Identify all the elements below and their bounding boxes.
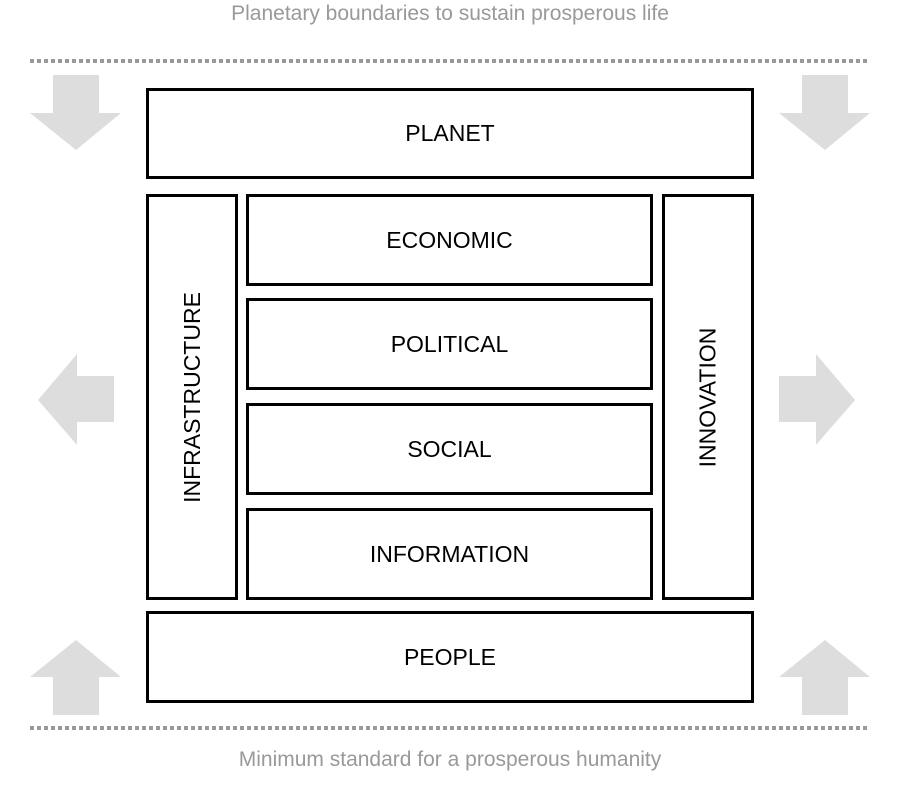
economic-label: ECONOMIC (386, 226, 513, 253)
planet-label: PLANET (405, 120, 495, 146)
political-label: POLITICAL (390, 330, 509, 357)
arrow-up-right-icon (779, 640, 870, 715)
planet-box: PLANET (146, 88, 754, 179)
arrow-left-icon (38, 354, 114, 445)
innovation-box: INNOVATION (662, 194, 754, 600)
arrow-down-left-icon (30, 75, 121, 150)
arrow-up-left-icon (30, 640, 121, 715)
information-box: INFORMATION (246, 508, 653, 600)
social-box: SOCIAL (246, 403, 653, 495)
people-label: PEOPLE (403, 643, 497, 670)
social-label: SOCIAL (407, 435, 492, 462)
arrow-down-right-icon (779, 75, 870, 150)
top-caption: Planetary boundaries to sustain prospero… (231, 2, 669, 25)
economic-box: ECONOMIC (246, 194, 653, 286)
information-label: INFORMATION (369, 540, 530, 567)
innovation-label: INNOVATION (694, 327, 721, 467)
people-box: PEOPLE (146, 611, 754, 703)
bottom-caption: Minimum standard for a prosperous humani… (238, 748, 662, 771)
political-box: POLITICAL (246, 298, 653, 390)
infrastructure-label: INFRASTRUCTURE (178, 291, 205, 503)
infrastructure-box: INFRASTRUCTURE (146, 194, 238, 600)
arrow-right-icon (779, 354, 855, 445)
